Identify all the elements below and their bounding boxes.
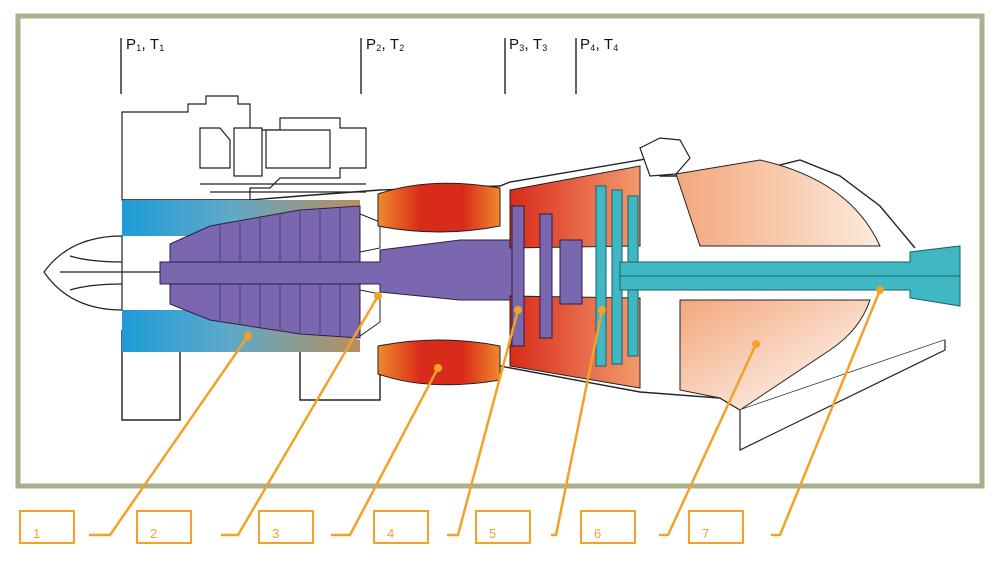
callout-number: 2 bbox=[150, 526, 158, 541]
leader-line-7 bbox=[770, 288, 882, 537]
combustor-lower bbox=[377, 339, 501, 386]
leader-line-1 bbox=[88, 334, 250, 537]
station-label-1: P1, T1 bbox=[126, 36, 165, 53]
combustor-upper bbox=[377, 182, 501, 233]
inlet-cone bbox=[43, 235, 162, 311]
leader-line-4 bbox=[446, 308, 520, 537]
leader-line-5 bbox=[550, 308, 604, 537]
pressure-subscript: 4 bbox=[590, 43, 596, 53]
temperature-symbol: T bbox=[532, 36, 543, 53]
inlet-duct-upper bbox=[122, 200, 360, 236]
callout-box-1: 1 bbox=[19, 510, 75, 544]
exhaust-lip bbox=[739, 340, 946, 451]
callout-number: 7 bbox=[702, 526, 710, 541]
pressure-symbol: P bbox=[126, 36, 137, 53]
leader-end-dots bbox=[244, 286, 884, 372]
temperature-symbol: T bbox=[389, 36, 400, 53]
callout-box-6: 6 bbox=[580, 510, 636, 544]
exhaust-duct-lower bbox=[679, 299, 871, 411]
callout-number: 1 bbox=[33, 526, 41, 541]
exhaust-duct-upper bbox=[675, 159, 881, 247]
temperature-subscript: 4 bbox=[613, 43, 619, 53]
station-label-2: P2, T2 bbox=[366, 36, 405, 53]
leader-lines bbox=[88, 288, 882, 537]
temperature-subscript: 2 bbox=[399, 43, 405, 53]
leader-line-3 bbox=[330, 366, 440, 537]
accessory-housing bbox=[121, 95, 367, 201]
station-label-3: P3, T3 bbox=[509, 36, 548, 53]
station-label-4: P4, T4 bbox=[580, 36, 619, 53]
callout-box-5: 5 bbox=[475, 510, 531, 544]
pressure-symbol: P bbox=[580, 36, 591, 53]
pressure-subscript: 1 bbox=[136, 43, 142, 53]
leader-line-6 bbox=[658, 342, 758, 537]
temperature-symbol: T bbox=[603, 36, 614, 53]
callout-number: 5 bbox=[489, 526, 497, 541]
callout-number: 6 bbox=[594, 526, 602, 541]
temperature-subscript: 1 bbox=[159, 43, 165, 53]
pressure-subscript: 3 bbox=[519, 43, 525, 53]
station-markers bbox=[120, 38, 577, 94]
callout-box-7: 7 bbox=[688, 510, 744, 544]
leader-line-2 bbox=[220, 294, 380, 537]
temperature-symbol: T bbox=[149, 36, 160, 53]
temperature-subscript: 3 bbox=[542, 43, 548, 53]
exhaust-elbow bbox=[639, 137, 691, 177]
callout-box-3: 3 bbox=[258, 510, 314, 544]
diffuser bbox=[359, 213, 381, 337]
pressure-symbol: P bbox=[366, 36, 377, 53]
pressure-subscript: 2 bbox=[376, 43, 382, 53]
callout-box-4: 4 bbox=[373, 510, 429, 544]
callout-number: 4 bbox=[387, 526, 395, 541]
callout-number: 3 bbox=[272, 526, 280, 541]
pressure-symbol: P bbox=[509, 36, 520, 53]
callout-box-2: 2 bbox=[136, 510, 192, 544]
